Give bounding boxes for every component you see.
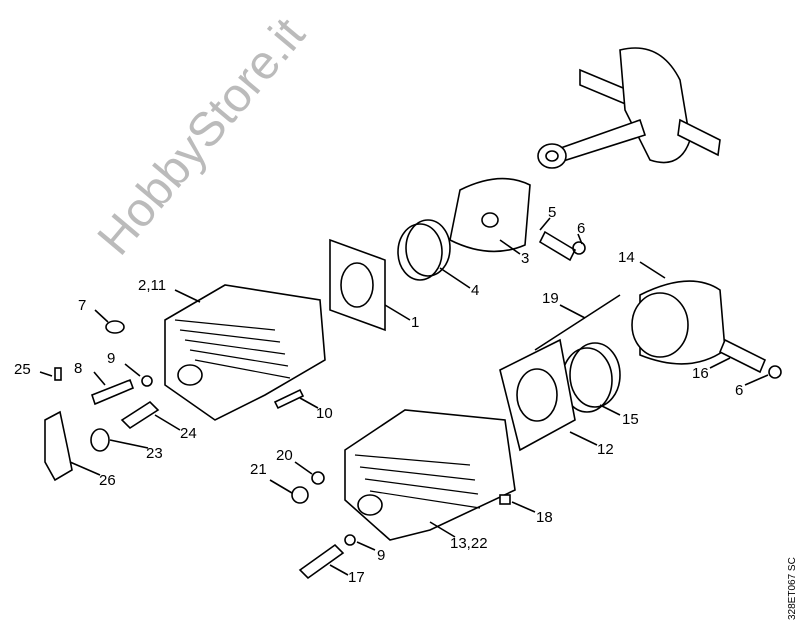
nut-21 xyxy=(291,486,309,504)
label-19: 19 xyxy=(542,290,559,307)
drawing-code: 328ET067 SC xyxy=(787,557,798,620)
spark-plug-boot-26 xyxy=(44,410,73,482)
label-21: 21 xyxy=(250,461,267,478)
label-9: 9 xyxy=(107,350,115,367)
label-2-11: 2,11 xyxy=(138,277,166,294)
label-5: 5 xyxy=(548,204,556,221)
label-10: 10 xyxy=(316,405,333,422)
part-25 xyxy=(54,367,62,381)
label-1: 1 xyxy=(411,314,419,331)
label-20: 20 xyxy=(276,447,293,464)
spark-plug-24 xyxy=(120,400,160,430)
decompression-valve-8 xyxy=(91,378,135,406)
label-14: 14 xyxy=(618,249,635,266)
piston-ring xyxy=(405,219,451,277)
cylinder-lower xyxy=(344,409,516,541)
label-4: 4 xyxy=(471,282,479,299)
piston-ring xyxy=(397,223,443,281)
leader-lines xyxy=(39,217,769,576)
label-25: 25 xyxy=(14,361,31,378)
label-16: 16 xyxy=(692,365,709,382)
cylinder-upper xyxy=(164,284,326,421)
gasket xyxy=(499,338,576,452)
piston-large xyxy=(631,280,782,379)
rod-19 xyxy=(534,294,621,351)
label-17: 17 xyxy=(348,569,365,586)
gasket xyxy=(329,238,386,332)
crankshaft xyxy=(537,47,721,169)
label-15: 15 xyxy=(622,411,639,428)
gasket-bore xyxy=(340,262,374,308)
label-23: 23 xyxy=(146,445,163,462)
label-3: 3 xyxy=(521,250,529,267)
label-26: 26 xyxy=(99,472,116,489)
part-23 xyxy=(90,428,110,452)
washer-20 xyxy=(311,471,325,485)
label-12: 12 xyxy=(597,441,614,458)
gasket-bore xyxy=(516,368,558,422)
decompression-valve-17 xyxy=(298,543,345,580)
washer-9 xyxy=(141,375,153,387)
label-6b: 6 xyxy=(735,382,743,399)
watermark: HobbyStore.it xyxy=(88,8,316,265)
piston-ring xyxy=(569,342,621,408)
piston-small xyxy=(449,177,586,262)
plug-18 xyxy=(499,494,511,505)
plug-7 xyxy=(105,320,125,334)
label-7: 7 xyxy=(78,297,86,314)
washer-9 xyxy=(344,534,356,546)
label-24: 24 xyxy=(180,425,197,442)
label-13-22: 13,22 xyxy=(450,535,488,552)
label-9b: 9 xyxy=(377,547,385,564)
label-18: 18 xyxy=(536,509,553,526)
label-6: 6 xyxy=(577,220,585,237)
label-8: 8 xyxy=(74,360,82,377)
screw-10 xyxy=(273,388,305,410)
